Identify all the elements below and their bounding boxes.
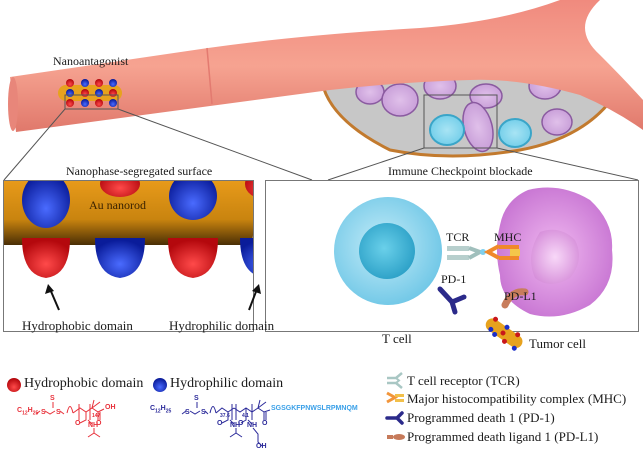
t-cell xyxy=(334,197,442,305)
chem-red-s2: S xyxy=(56,409,61,416)
chem-blue-o-end: O xyxy=(262,420,268,427)
pd1-icon xyxy=(385,411,404,425)
chem-blue-o-amide2: O xyxy=(238,420,244,427)
legend-tcr-label: T cell receptor (TCR) xyxy=(407,373,520,388)
mhc-molecule xyxy=(483,244,520,260)
c-subscript: 12 xyxy=(155,408,161,415)
c-subscript: 12 xyxy=(22,410,28,417)
peptide-sequence: SGSGKFPNWSLRPMNQM xyxy=(271,405,358,412)
chem-blue-repeat2: 4.1 xyxy=(242,413,249,419)
tumor-cell xyxy=(497,187,613,317)
chem-red-nh: NH xyxy=(88,422,99,429)
chem-red-oh: OH xyxy=(105,404,116,411)
legend-pd1-label: Programmed death 1 (PD-1) xyxy=(407,410,555,425)
chem-blue-repeat1: 37.6 xyxy=(220,413,230,419)
tcr-label: TCR xyxy=(446,230,470,244)
arrow-hydrophilic xyxy=(248,284,261,311)
nanoantagonist-bound xyxy=(485,316,523,351)
mhc-icon xyxy=(386,391,404,404)
au-nanorod-label: Au nanorod xyxy=(89,198,146,212)
chem-blue-alkyl: C12H25 xyxy=(150,405,172,415)
blue-sphere-icon xyxy=(153,378,167,392)
chem-red-o-acid: O xyxy=(96,420,102,427)
chem-blue-s-top: S xyxy=(194,395,199,402)
pd1-receptor xyxy=(437,286,467,315)
h-subscript: 25 xyxy=(165,408,172,415)
chem-blue-nh2: NH xyxy=(247,422,258,429)
legend-hydrophilic-label: Hydrophilic domain xyxy=(170,376,284,391)
chem-red-alkyl: C12H25 xyxy=(17,407,39,417)
chem-red-s-top: S xyxy=(50,395,55,402)
chem-blue-oh: OH xyxy=(256,443,267,450)
arrow-hydrophobic xyxy=(45,284,60,311)
pdl1-label: PD-L1 xyxy=(504,289,537,303)
chem-blue-nh1: NH xyxy=(230,422,241,429)
chem-blue-o-amide1: O xyxy=(217,420,223,427)
legend-pdl1-label: Programmed death ligand 1 (PD-L1) xyxy=(407,429,599,444)
tcr-icon xyxy=(387,372,403,389)
chem-structure-hydrophobic xyxy=(35,399,105,438)
chem-blue-s1: S xyxy=(185,409,190,416)
zoom-connectors xyxy=(3,108,639,181)
nanoantagonist-label: Nanoantagonist xyxy=(53,54,129,68)
legend-hydrophobic-label: Hydrophobic domain xyxy=(24,376,144,391)
chem-red-repeat: 147 xyxy=(92,413,101,419)
receptor-legend-icons xyxy=(385,372,405,440)
zoom-region-box-left xyxy=(64,94,119,110)
tumor-tissue xyxy=(320,68,617,158)
tcr-receptor xyxy=(447,246,486,260)
pdl1-icon xyxy=(387,434,405,440)
chem-red-o-amide: O xyxy=(75,420,81,427)
chem-structure-hydrophilic xyxy=(181,399,271,447)
left-panel xyxy=(3,180,261,332)
right-panel xyxy=(265,180,639,351)
t-cell-label: T cell xyxy=(382,331,412,346)
pdl1-ligand xyxy=(501,288,529,309)
chem-red-s1: S xyxy=(41,409,46,416)
blood-vessel xyxy=(8,0,643,132)
red-sphere-icon xyxy=(7,378,21,392)
hydrophobic-domain-label: Hydrophobic domain xyxy=(22,318,133,333)
legend-sphere-icons xyxy=(7,378,167,392)
chem-blue-s2: S xyxy=(201,409,206,416)
right-panel-title: Immune Checkpoint blockade xyxy=(388,164,533,178)
left-panel-title: Nanophase-segregated surface xyxy=(66,164,213,178)
tumor-cell-label: Tumor cell xyxy=(529,336,586,351)
nanoantagonist xyxy=(58,79,122,110)
pd1-label: PD-1 xyxy=(441,272,467,286)
zoom-region-box-right xyxy=(423,94,498,149)
hydrophilic-domain-label: Hydrophilic domain xyxy=(169,318,275,333)
mhc-label: MHC xyxy=(494,230,522,244)
legend-mhc-label: Major histocompatibility complex (MHC) xyxy=(407,391,627,406)
h-subscript: 25 xyxy=(32,410,39,417)
